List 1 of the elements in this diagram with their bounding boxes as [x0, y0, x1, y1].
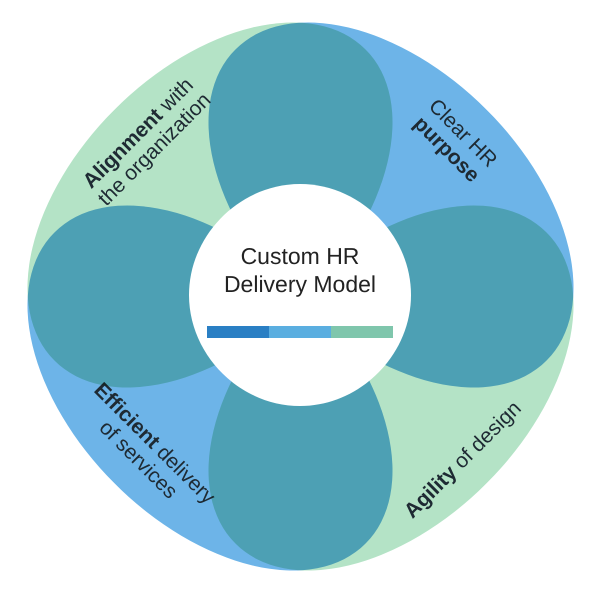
center-title: Custom HR Delivery Model: [222, 242, 378, 298]
